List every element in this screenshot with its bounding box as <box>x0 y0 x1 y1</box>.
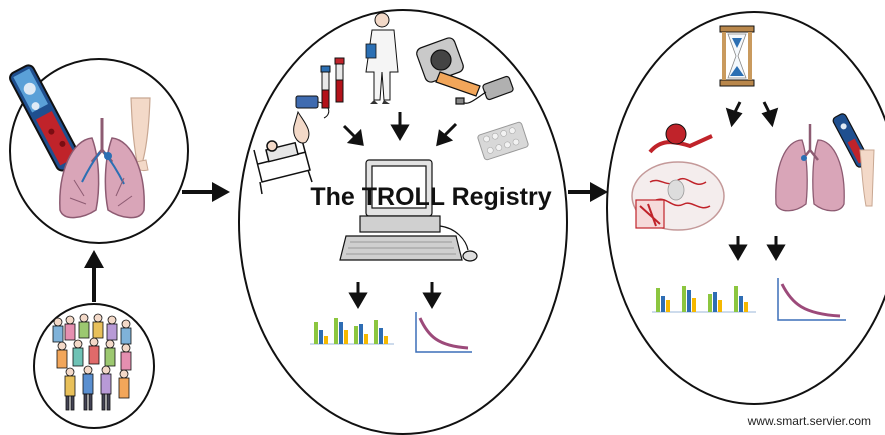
hourglass-icon <box>719 25 755 87</box>
outcome-circle <box>606 11 885 405</box>
brain-hemorrhage-icon <box>631 123 725 231</box>
outcome-survival-curve-icon <box>777 278 846 321</box>
outcome-output-arrows <box>728 236 786 261</box>
hospital-bed-icon <box>253 139 313 195</box>
registry-output-arrows <box>348 282 442 309</box>
input-arrows <box>342 112 458 147</box>
handheld-monitor-icon <box>455 75 514 105</box>
lungs-with-embolus-icon <box>9 64 151 219</box>
outcome-time-arrows <box>725 101 779 128</box>
ct-scanner-icon <box>416 37 481 97</box>
pill-blister-icon <box>477 121 529 161</box>
diagram-title: The TROLL Registry <box>310 183 552 211</box>
arrow-population-to-condition <box>84 250 104 302</box>
computer-workstation-icon <box>339 159 478 262</box>
arrow-registry-to-outcomes <box>568 182 608 202</box>
blood-sample-tubes-icon <box>320 57 345 109</box>
outcome-bar-chart-icon <box>652 286 756 313</box>
source-credit: www.smart.servier.com <box>747 414 871 428</box>
registry-survival-curve-icon <box>415 312 472 353</box>
blood-pressure-cuff-icon <box>293 95 330 144</box>
recurrent-embolism-icon <box>775 113 875 212</box>
doctor-icon <box>365 12 399 104</box>
crowd-of-people-icon <box>52 313 132 411</box>
arrow-condition-to-registry <box>182 182 230 202</box>
registry-bar-chart-icon <box>310 318 394 345</box>
